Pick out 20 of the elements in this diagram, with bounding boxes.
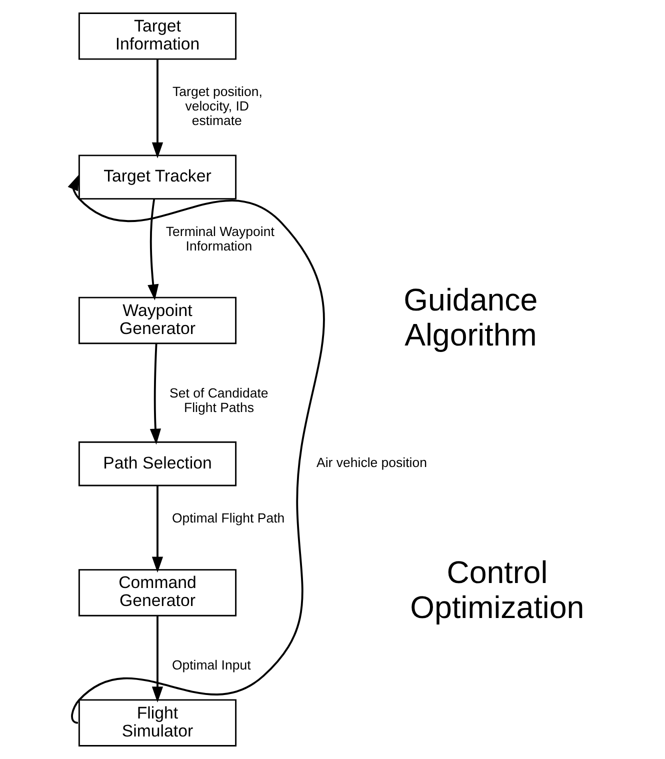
- arrow: [151, 486, 163, 573]
- arrow: [67, 174, 324, 724]
- edge-label: Target position, velocity, ID estimate: [172, 84, 262, 128]
- node-box: Command Generator: [78, 569, 236, 616]
- label: Guidance Algorithm: [403, 282, 538, 353]
- node-box: Waypoint Generator: [78, 296, 236, 344]
- node-box: Path Selection: [78, 441, 236, 486]
- edge-label: Air vehicle position: [316, 455, 426, 470]
- arrow: [147, 199, 158, 300]
- arrow: [149, 343, 161, 445]
- edge-label: Set of Candidate Flight Paths: [169, 385, 268, 415]
- node-box: Target Information: [78, 12, 236, 60]
- arrow: [151, 59, 163, 158]
- node-box: Target Tracker: [78, 154, 236, 200]
- edge-label: Optimal Input: [171, 658, 250, 673]
- node-box: Flight Simulator: [78, 699, 236, 746]
- edge-label: Terminal Waypoint Information: [165, 224, 274, 254]
- label: Control Optimization: [410, 554, 584, 625]
- arrow: [151, 616, 163, 703]
- edge-label: Optimal Flight Path: [171, 510, 284, 526]
